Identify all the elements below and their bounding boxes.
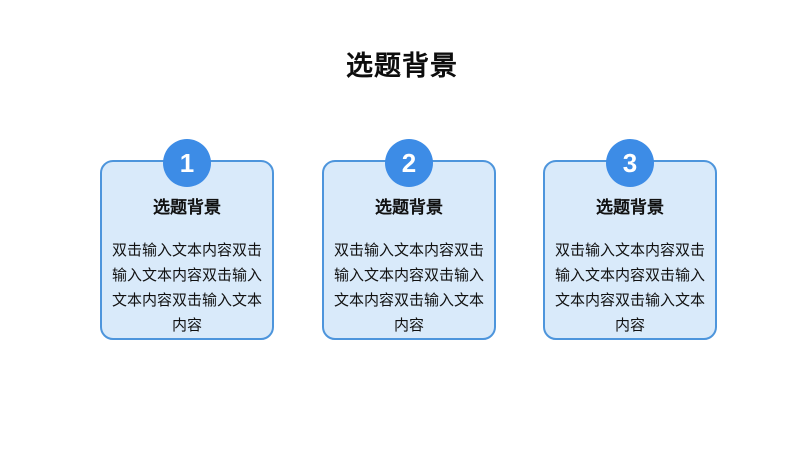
topic-card-1: 1 选题背景 双击输入文本内容双击输入文本内容双击输入文本内容双击输入文本内容	[100, 139, 274, 340]
slide-title[interactable]: 选题背景	[346, 51, 458, 81]
card-heading[interactable]: 选题背景	[596, 198, 664, 217]
step-number: 1	[179, 148, 195, 178]
step-number-badge-3: 3	[606, 139, 654, 187]
card-heading[interactable]: 选题背景	[153, 198, 221, 217]
step-number: 2	[401, 148, 417, 178]
card-heading[interactable]: 选题背景	[375, 198, 443, 217]
card-body-placeholder[interactable]: 双击输入文本内容双击输入文本内容双击输入文本内容双击输入文本内容	[111, 242, 262, 334]
step-number: 3	[622, 148, 638, 178]
step-number-badge-2: 2	[385, 139, 433, 187]
topic-card-3: 3 选题背景 双击输入文本内容双击输入文本内容双击输入文本内容双击输入文本内容	[543, 139, 717, 340]
step-number-badge-1: 1	[163, 139, 211, 187]
card-body-placeholder[interactable]: 双击输入文本内容双击输入文本内容双击输入文本内容双击输入文本内容	[554, 242, 705, 334]
card-body-placeholder[interactable]: 双击输入文本内容双击输入文本内容双击输入文本内容双击输入文本内容	[333, 242, 484, 334]
topic-card-2: 2 选题背景 双击输入文本内容双击输入文本内容双击输入文本内容双击输入文本内容	[322, 139, 496, 340]
